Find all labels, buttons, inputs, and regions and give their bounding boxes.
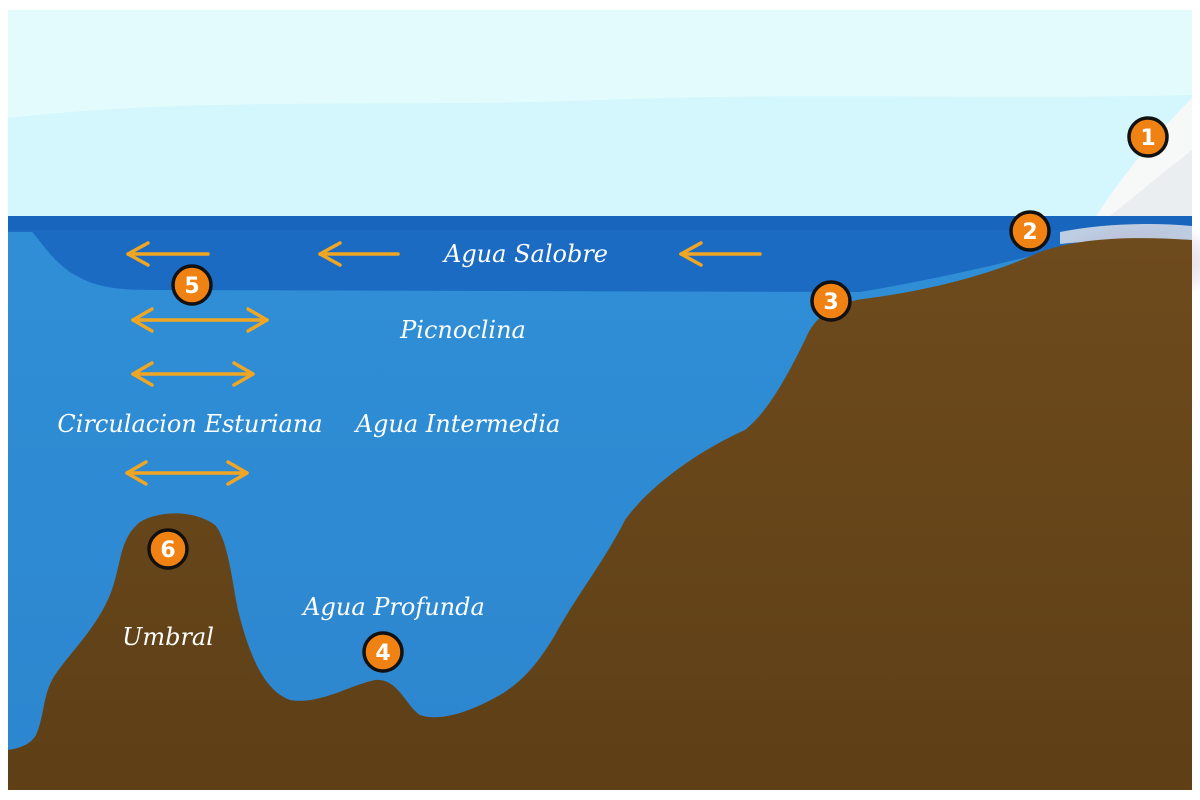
seabed	[8, 238, 1192, 790]
svg-text:5: 5	[184, 274, 199, 299]
arrow-double-icon	[131, 307, 269, 333]
marker-4: 4	[362, 631, 404, 673]
svg-text:3: 3	[823, 290, 838, 315]
svg-text:1: 1	[1140, 126, 1155, 151]
label-brackish-water: Agua Salobre	[442, 240, 608, 268]
marker-1: 1	[1127, 116, 1169, 158]
arrow-left-icon	[126, 241, 210, 267]
arrow-left-icon	[679, 241, 762, 267]
label-estuarine-circulation: Circulacion Esturiana	[57, 410, 322, 438]
label-deep-water: Agua Profunda	[301, 593, 485, 621]
marker-3: 3	[810, 280, 852, 322]
arrow-left-icon	[318, 241, 400, 267]
label-intermediate-water: Agua Intermedia	[354, 410, 561, 438]
arrow-double-icon	[125, 460, 249, 486]
marker-6: 6	[147, 528, 189, 570]
svg-text:2: 2	[1022, 220, 1037, 245]
arrow-double-icon	[131, 361, 255, 387]
svg-text:4: 4	[375, 641, 390, 666]
marker-5: 5	[171, 264, 213, 306]
marker-2: 2	[1009, 210, 1051, 252]
label-sill: Umbral	[122, 623, 214, 651]
sky-haze	[8, 10, 1192, 118]
svg-text:6: 6	[160, 538, 175, 563]
label-pycnocline: Picnoclina	[399, 316, 526, 344]
brackish-dark-top	[8, 216, 1192, 230]
brackish-layer	[8, 216, 1192, 292]
glacier-shade	[1110, 150, 1192, 216]
